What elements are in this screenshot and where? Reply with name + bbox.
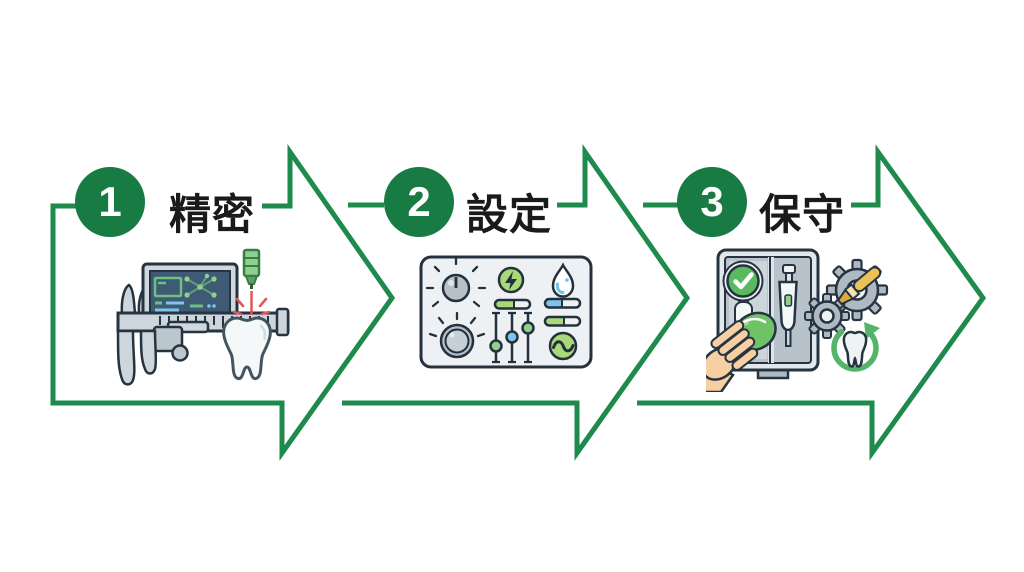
- caliper-slider: [152, 325, 189, 362]
- control-panel-knobs-sliders-icon: [419, 255, 593, 369]
- laser-pen-icon: [242, 248, 261, 289]
- tooth-refresh-icon: [831, 322, 880, 372]
- power-icon: [497, 266, 525, 294]
- slider-controls: [489, 311, 535, 364]
- wave-mode-icon: [548, 331, 578, 361]
- checkmark-icon: [722, 260, 764, 302]
- step-2-label: 設定: [466, 191, 553, 238]
- brightness-knob-icon: [425, 256, 487, 308]
- step-1-label: 精密: [169, 191, 256, 238]
- arrow-2-outline: [342, 144, 691, 461]
- step-2-badge: 2: [384, 167, 454, 237]
- tooth-icon: [222, 316, 272, 381]
- dental-handpiece-icon: [778, 264, 798, 347]
- caliper-tooth-laser-monitor-icon: [116, 248, 290, 386]
- arrow-1-outline: [50, 144, 396, 461]
- dial-knob-icon: [428, 311, 486, 359]
- step-3-label: 保守: [759, 191, 846, 238]
- water-droplet-icon: [551, 262, 575, 298]
- gear-icon-small: [804, 293, 850, 339]
- cleaning-brush-icon: [836, 266, 882, 306]
- caliper-lower-jaws: [116, 329, 158, 386]
- green-progress-bar-2: [543, 315, 582, 327]
- blue-progress-bar: [543, 297, 582, 309]
- arrow-3-outline: [637, 144, 987, 461]
- network-graph: [184, 273, 217, 298]
- step-3-badge: 3: [677, 167, 747, 237]
- green-progress-bar: [493, 298, 532, 310]
- step-1-badge: 1: [75, 167, 145, 237]
- laser-beam: [232, 291, 271, 316]
- cleaning-hand-gears-tooth-refresh-icon: [706, 248, 889, 392]
- hand-icon: [706, 320, 759, 392]
